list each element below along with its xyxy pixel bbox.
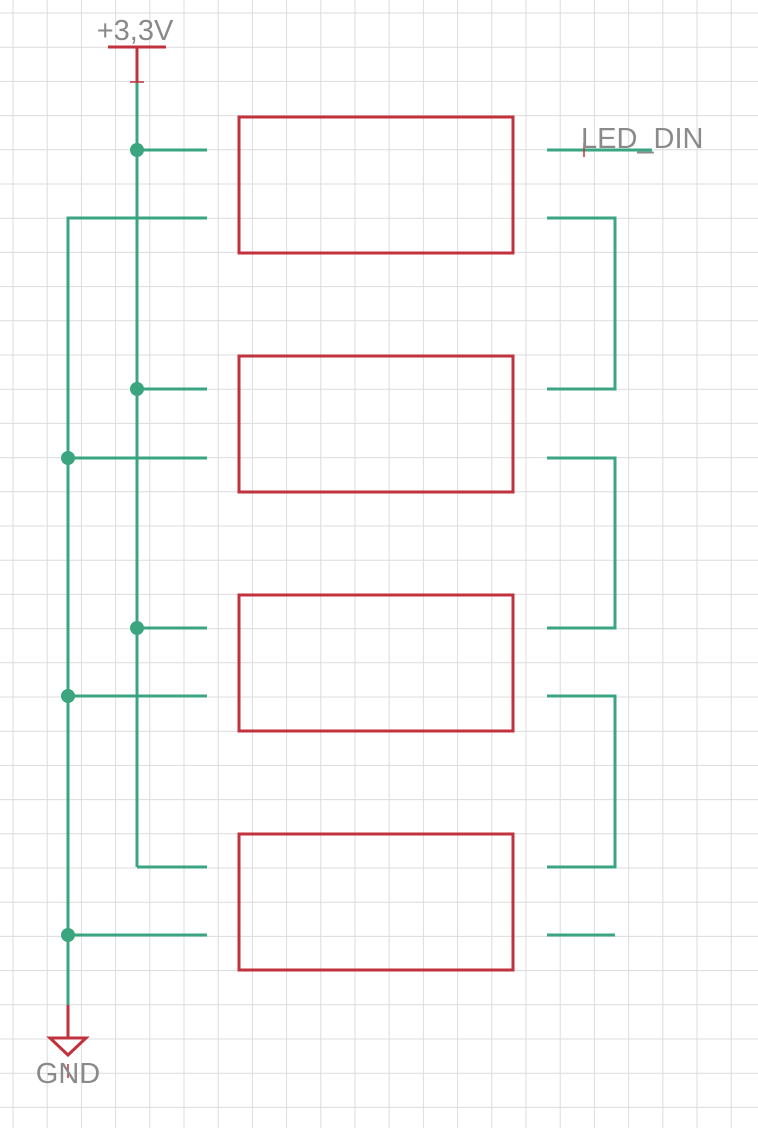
part-body: D1 WS2812B VDD VSS DIN DOUT 1 3 4 2 xyxy=(237,115,515,255)
data-wire-d1-d2 xyxy=(547,216,617,391)
gnd-wire-d1 xyxy=(66,216,207,1005)
led-part-d2[interactable]: D2 WS2812B VDD VSS DIN DOUT 1 3 4 2 xyxy=(237,354,515,494)
junction-dot xyxy=(130,382,144,396)
power-label: +3,3V xyxy=(97,15,174,47)
data-wire-d2-d3 xyxy=(547,456,617,630)
wires xyxy=(61,82,652,1005)
junction-dot xyxy=(61,689,75,703)
led-part-d1[interactable]: D1 WS2812B VDD VSS DIN DOUT 1 3 4 2 xyxy=(237,115,515,255)
junction-dot xyxy=(61,928,75,942)
junction-dot xyxy=(130,143,144,157)
led-part-d3[interactable]: D3 WS2812B VDD VSS DIN DOUT 1 3 4 2 xyxy=(237,593,515,733)
net-label-text: LED_DIN xyxy=(581,123,704,155)
ground-triangle xyxy=(46,1036,90,1058)
power-symbol[interactable]: +3,3V xyxy=(97,15,174,83)
ground-label: GND xyxy=(36,1058,100,1090)
data-wire-d3-d4 xyxy=(547,694,617,869)
junction-dot xyxy=(61,451,75,465)
net-label-led-din[interactable]: LED_DIN xyxy=(581,123,704,157)
part-body: D4 VDD VSS DIN DOUT 1 3 4 2 xyxy=(237,832,515,972)
part-body: D3 WS2812B VDD VSS DIN DOUT 1 3 4 2 xyxy=(237,593,515,733)
junction-dot xyxy=(130,621,144,635)
ground-symbol[interactable]: GND xyxy=(36,1005,100,1090)
part-body: D2 WS2812B VDD VSS DIN DOUT 1 3 4 2 xyxy=(237,354,515,494)
led-part-d4[interactable]: D4 VDD VSS DIN DOUT 1 3 4 2 xyxy=(237,832,515,972)
